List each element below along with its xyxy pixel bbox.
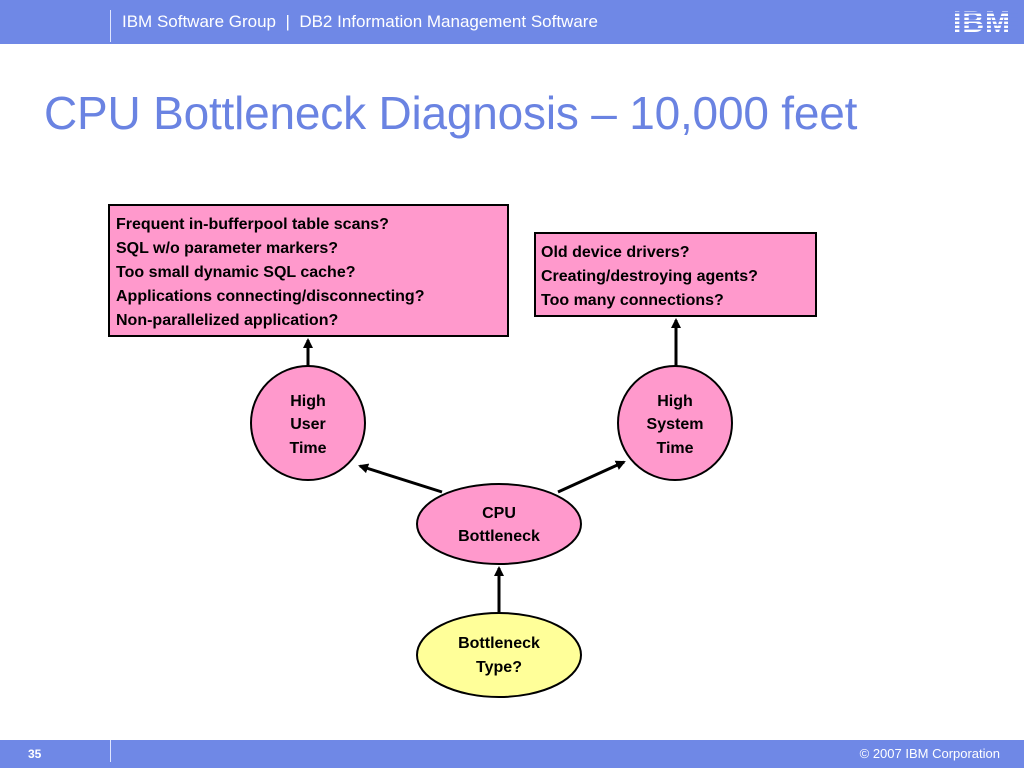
header-text: IBM Software Group | DB2 Information Man… — [122, 12, 598, 31]
header-bar: IBM Software Group | DB2 Information Man… — [0, 0, 1024, 44]
slide-title: CPU Bottleneck Diagnosis – 10,000 feet — [44, 87, 858, 139]
bottleneck-diagram: Frequent in-bufferpool table scans? SQL … — [108, 204, 817, 698]
node-label: Bottleneck — [458, 528, 540, 545]
user-cause-line: Applications connecting/disconnecting? — [116, 288, 424, 305]
system-cause-line: Too many connections? — [541, 292, 724, 309]
header-divider — [110, 10, 111, 42]
node-label: Time — [656, 440, 693, 457]
user-cause-line: Frequent in-bufferpool table scans? — [116, 216, 389, 233]
user-time-causes-box: Frequent in-bufferpool table scans? SQL … — [108, 204, 509, 337]
high-user-time-node: High User Time — [250, 365, 366, 481]
node-label: High — [290, 393, 326, 410]
user-cause-line: Too small dynamic SQL cache? — [116, 264, 355, 281]
bottleneck-type-node: Bottleneck Type? — [416, 612, 582, 698]
copyright-text: © 2007 IBM Corporation — [859, 746, 1000, 761]
node-label: CPU — [482, 505, 516, 522]
arrow-cpu-to-user — [358, 463, 443, 494]
user-cause-line: Non-parallelized application? — [116, 312, 338, 329]
system-time-causes-box: Old device drivers? Creating/destroying … — [534, 232, 817, 317]
node-label: Type? — [476, 659, 522, 676]
footer-bar: 35 © 2007 IBM Corporation — [0, 740, 1024, 768]
cpu-bottleneck-node: CPU Bottleneck — [416, 483, 582, 565]
system-cause-line: Creating/destroying agents? — [541, 268, 758, 285]
page-number: 35 — [28, 747, 42, 761]
high-system-time-node: High System Time — [617, 365, 733, 481]
node-label: System — [647, 416, 704, 433]
node-label: User — [290, 416, 326, 433]
node-label: Bottleneck — [458, 635, 540, 652]
user-cause-line: SQL w/o parameter markers? — [116, 240, 338, 257]
system-cause-line: Old device drivers? — [541, 244, 690, 261]
arrow-cpu-to-system — [557, 460, 626, 494]
ibm-logo: IBM — [946, 6, 1018, 36]
node-label: Time — [289, 440, 326, 457]
node-label: High — [657, 393, 693, 410]
footer-divider — [110, 740, 111, 762]
